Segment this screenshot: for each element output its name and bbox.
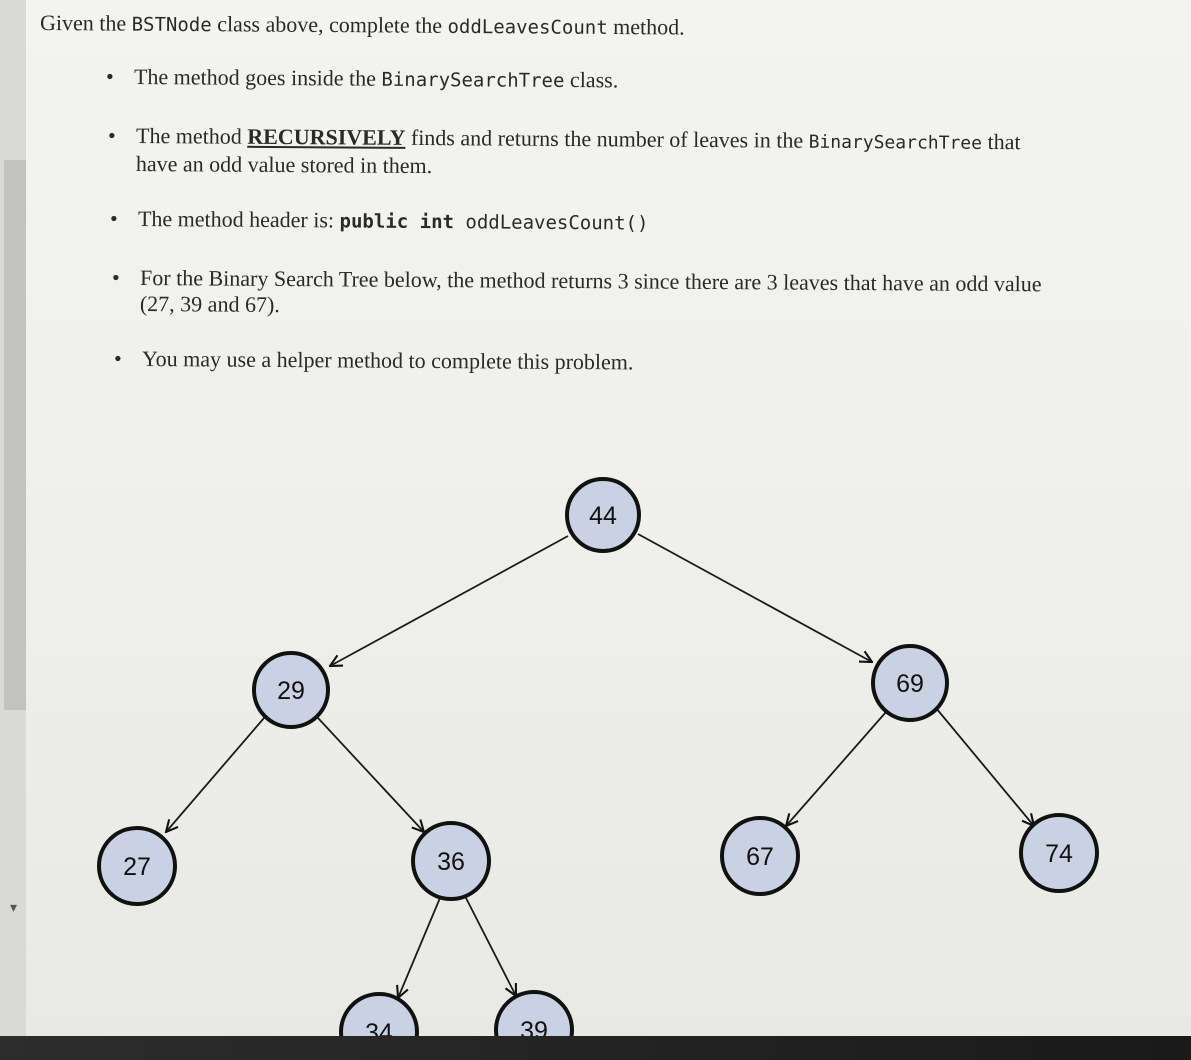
edge-44-29 — [330, 535, 569, 666]
svg-text:69: 69 — [896, 670, 924, 698]
svg-text:29: 29 — [277, 677, 305, 705]
scroll-down-arrow-icon[interactable]: ▾ — [10, 900, 18, 916]
tree-node-67: 67 — [720, 816, 800, 896]
svg-text:74: 74 — [1045, 840, 1073, 868]
left-scrollbar[interactable]: ▾ — [0, 0, 26, 1060]
edge-29-36 — [317, 717, 424, 832]
scrollbar-thumb[interactable] — [4, 160, 26, 710]
svg-text:67: 67 — [746, 843, 774, 871]
svg-text:36: 36 — [437, 848, 465, 876]
edge-29-27 — [166, 717, 265, 832]
svg-text:27: 27 — [123, 853, 151, 881]
tree-node-69: 69 — [871, 644, 949, 722]
monitor-bezel — [0, 1036, 1191, 1060]
svg-text:44: 44 — [589, 502, 617, 530]
tree-node-44: 44 — [565, 477, 641, 553]
edge-36-39 — [465, 897, 516, 996]
edge-36-34 — [398, 897, 441, 998]
edge-69-67 — [786, 711, 887, 826]
tree-node-29: 29 — [252, 651, 330, 729]
tree-node-27: 27 — [97, 826, 177, 906]
edge-44-69 — [637, 533, 872, 662]
edge-69-74 — [935, 707, 1034, 826]
tree-node-36: 36 — [411, 821, 491, 901]
tree-node-74: 74 — [1019, 813, 1099, 893]
